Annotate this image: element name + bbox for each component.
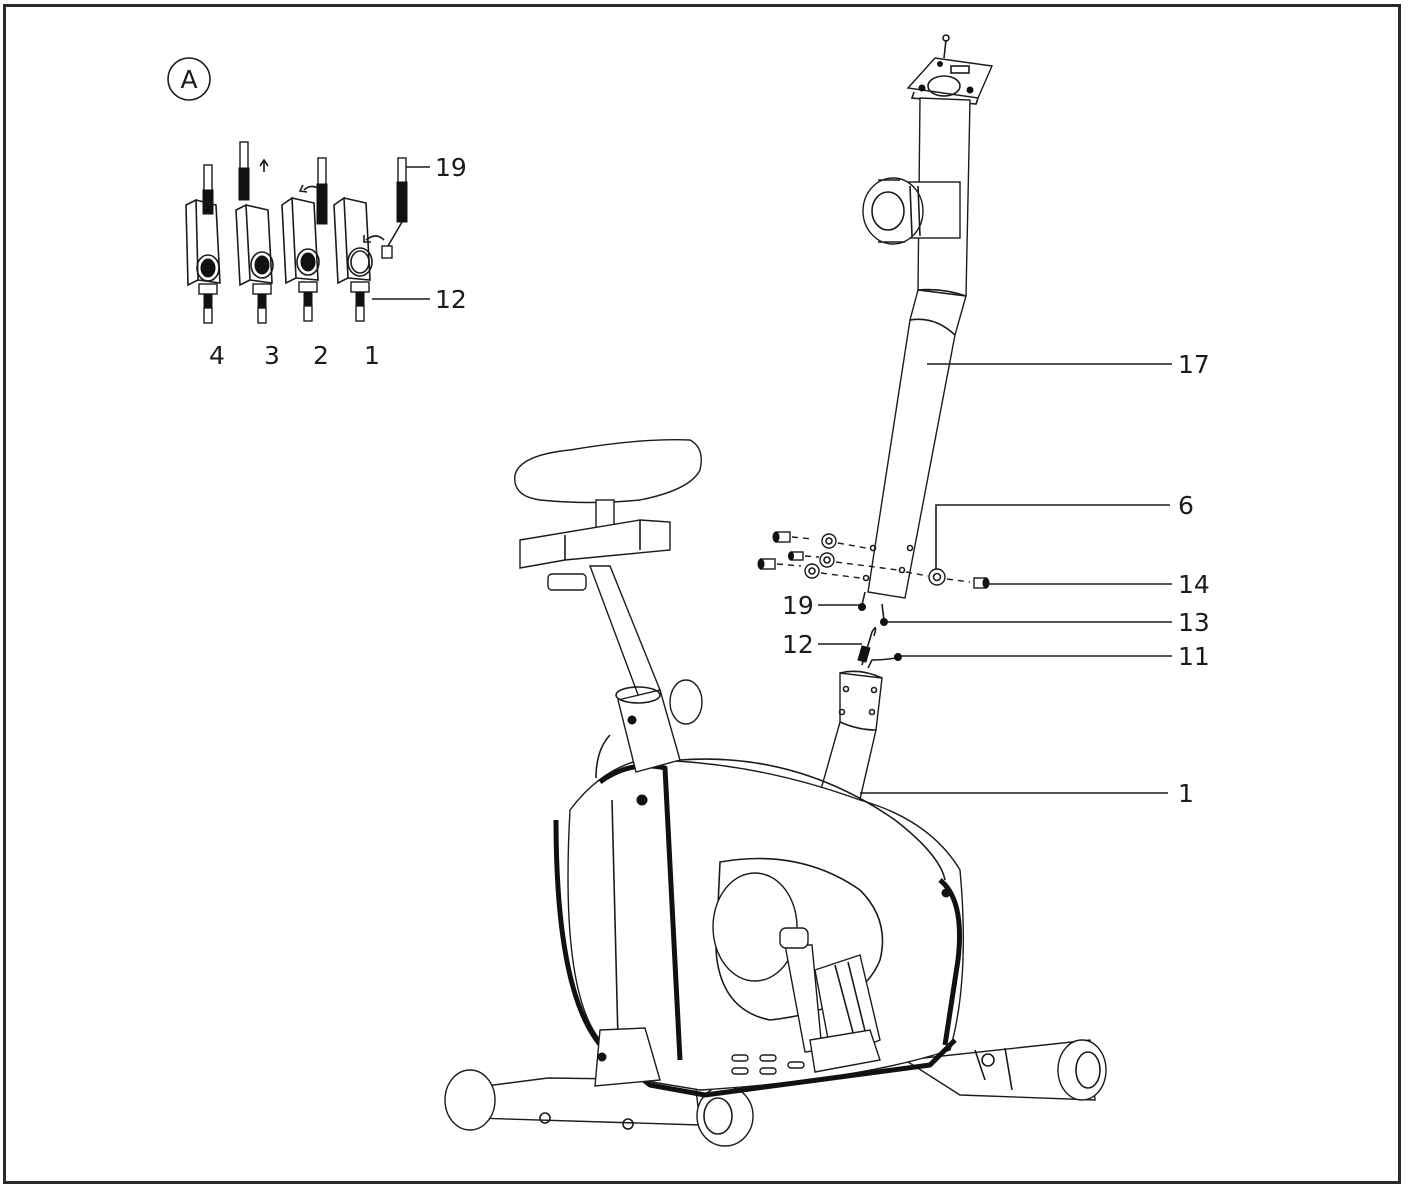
- clip-step-4: [185, 164, 221, 324]
- step-label-2: 2: [313, 341, 329, 370]
- callout-19: 19: [782, 591, 814, 620]
- callout-lines: [818, 363, 1172, 794]
- clip-step-2: [281, 157, 328, 322]
- callout-17: 17: [1178, 350, 1210, 379]
- callout-14: 14: [1178, 570, 1210, 599]
- callout-12: 12: [782, 630, 814, 659]
- callout-13: 13: [1178, 608, 1210, 637]
- bolts-and-washers-left: [757, 531, 899, 579]
- vent-slots: [731, 1054, 805, 1075]
- handlebar-post: [858, 34, 994, 611]
- clip-step-3: [235, 141, 274, 324]
- inset-a: A: [167, 57, 467, 370]
- cable-assembly: [857, 603, 902, 669]
- step-label-3: 3: [264, 341, 280, 370]
- callout-6: 6: [1178, 491, 1194, 520]
- bike-frame: [444, 670, 1107, 1147]
- inset-badge-circle: [167, 57, 211, 101]
- step-label-4: 4: [209, 341, 225, 370]
- inset-label-19: 19: [435, 153, 467, 182]
- step-label-1: 1: [364, 341, 380, 370]
- inset-badge-letter: A: [180, 65, 197, 94]
- clip-step-1: [333, 157, 408, 322]
- bike-seat: [514, 439, 703, 779]
- callout-11: 11: [1178, 642, 1210, 671]
- inset-label-12: 12: [435, 285, 467, 314]
- callout-1: 1: [1178, 779, 1194, 808]
- washer-and-bolt-right: [905, 568, 990, 589]
